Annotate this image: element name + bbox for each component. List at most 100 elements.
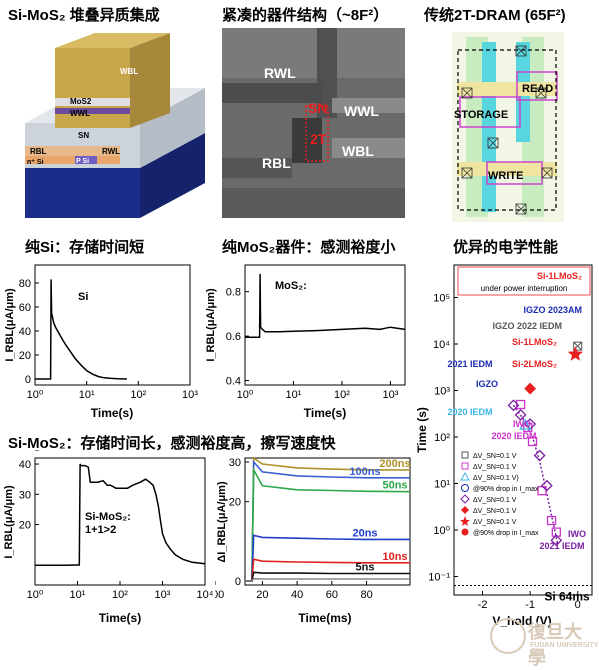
square-marker xyxy=(546,515,557,526)
legend-marker xyxy=(461,462,469,470)
y-tick-label: 40 xyxy=(19,459,31,471)
legend-label: ΔV_SN=0.1 V) xyxy=(473,475,519,482)
y-tick-label: 20 xyxy=(229,497,241,509)
y-axis-label: I_RBL(μA/μm) xyxy=(205,288,217,362)
annot-igzo-2023: IGZO 2023AM xyxy=(523,305,582,315)
sem-label-wbl: WBL xyxy=(342,143,374,159)
si-retention-line xyxy=(35,279,127,380)
sem-image: RWL WWL SN 2T RBL WBL xyxy=(222,28,405,218)
x-tick-label: 10⁰ xyxy=(27,589,44,601)
annot-si2l: Si-2LMoS₂ xyxy=(512,359,557,369)
square-marker xyxy=(515,399,526,410)
header-dram: 传统2T-DRAM (65F²) xyxy=(424,7,566,24)
schem-label-mos2: MoS2 xyxy=(70,97,92,106)
schem-label-rwl: RWL xyxy=(102,147,120,156)
layout-label-read: READ xyxy=(522,83,553,95)
x-tick-label: -2 xyxy=(478,599,488,611)
x-tick-label: 10¹ xyxy=(79,389,95,401)
diamond-marker xyxy=(540,479,553,492)
annot-si1l: Si-1LMoS₂ xyxy=(512,337,557,347)
header-hetero: Si-MoS₂ 堆叠异质集成 xyxy=(8,7,160,24)
legend-label: @90% drop in I_max xyxy=(473,530,539,537)
x-tick-label: 60 xyxy=(326,589,338,601)
x-tick-label: 10⁰ xyxy=(237,389,254,401)
header-pure-si: 纯Si：存储时间短 xyxy=(25,239,145,256)
y-tick-label: 10⁵ xyxy=(433,293,450,305)
x-tick-label: 80 xyxy=(360,589,372,601)
speed-series-label: 10ns xyxy=(382,551,407,563)
annot-igzo-2022: IGZO 2022 IEDM xyxy=(492,321,562,331)
diamond-marker xyxy=(550,534,563,547)
sem-label-rbl: RBL xyxy=(262,155,291,171)
diamond-marker xyxy=(507,399,520,412)
y-axis-label: I_RBL(μA/μm) xyxy=(4,288,16,362)
x-tick-label: 10² xyxy=(334,389,350,401)
y-tick-label: 0 xyxy=(25,374,31,386)
y-tick-label: 10⁻¹ xyxy=(428,571,450,583)
sem-label-rwl: RWL xyxy=(264,65,296,81)
legend-marker xyxy=(461,484,469,492)
plot-frame xyxy=(244,457,411,586)
schem-label-nsi: n⁺ Si xyxy=(27,159,44,166)
y-tick-label: 10¹ xyxy=(434,478,450,490)
y-tick-label: 10³ xyxy=(434,385,450,397)
plot-frame xyxy=(34,264,191,386)
speed-series-line xyxy=(245,577,410,582)
y-tick-label: 80 xyxy=(19,278,31,290)
speed-series-label: 20ns xyxy=(352,527,377,539)
annot-2021-iedm: 2021 IEDM xyxy=(447,359,492,369)
device-schematic: WBL MoS2 WWL SN RBL RWL n⁺ Si P Si xyxy=(25,33,205,218)
si-mos2-retention-line xyxy=(35,463,206,567)
header-si-mos2: Si-MoS₂：存储时间长，感测裕度高，擦写速度快 xyxy=(8,435,336,452)
sem-label-2t: 2T xyxy=(310,131,327,147)
si-mos2-annotation: Si-MoS₂: xyxy=(85,511,131,523)
x-tick-label: 0 xyxy=(575,599,581,611)
y-tick-label: 0.6 xyxy=(226,331,241,343)
annot-2020-iedm-mag: 2020 IEDM xyxy=(491,431,536,441)
square-marker xyxy=(527,436,538,447)
x-tick-label: 10² xyxy=(112,589,128,601)
x-tick-label: 10² xyxy=(130,389,146,401)
plot-frame xyxy=(453,264,593,596)
x-tick-label: 10⁰ xyxy=(27,389,44,401)
legend-label: @90% drop in I_max xyxy=(473,486,539,493)
annot-igzo: IGZO xyxy=(476,379,498,389)
header-pure-mos2: 纯MoS₂器件：感测裕度小 xyxy=(222,239,396,256)
x-axis-label: Time(ms) xyxy=(298,611,351,625)
header-compact: 紧凑的器件结构（~8F²） xyxy=(222,7,389,24)
y-tick-label: 40 xyxy=(19,326,31,338)
mos2-annotation: MoS₂: xyxy=(275,280,307,292)
mos2-retention-line xyxy=(245,273,406,338)
annot-power-interruption: under power interruption xyxy=(481,284,568,293)
layout-label-write: WRITE xyxy=(488,170,523,182)
plot-frame xyxy=(244,264,406,386)
legend-label: ΔV_SN=0.1 V xyxy=(473,508,517,515)
y-tick-label: 10² xyxy=(434,432,450,444)
annot-2020-iedm-cyan: 2020 IEDM xyxy=(447,407,492,417)
x-tick-label: 10¹ xyxy=(286,389,302,401)
header-excellent: 优异的电学性能 xyxy=(453,239,559,256)
legend-marker xyxy=(461,506,469,514)
x-tick-label: -1 xyxy=(525,599,535,611)
x-tick-label: 10³ xyxy=(155,589,171,601)
star-marker xyxy=(567,346,583,361)
schem-label-psi: P Si xyxy=(76,158,89,165)
power-box xyxy=(457,266,591,296)
x-axis-label: Time(s) xyxy=(304,406,346,420)
schem-label-wbl: WBL xyxy=(120,67,138,76)
fudan-logo xyxy=(490,618,526,654)
dram-layout: READ STORAGE WRITE xyxy=(452,32,564,222)
x-tick-label: 10³ xyxy=(182,389,198,401)
diamond-marker xyxy=(524,382,537,395)
y-tick-label: 0.4 xyxy=(226,376,241,388)
layout-label-storage: STORAGE xyxy=(454,109,508,121)
speed-series-label: 50ns xyxy=(382,480,407,492)
x-square-marker xyxy=(573,341,583,351)
diamond-marker xyxy=(533,449,546,462)
schem-label-sn: SN xyxy=(78,131,89,140)
y-tick-label: 20 xyxy=(19,520,31,532)
x-axis-label: Time(s) xyxy=(99,611,141,625)
